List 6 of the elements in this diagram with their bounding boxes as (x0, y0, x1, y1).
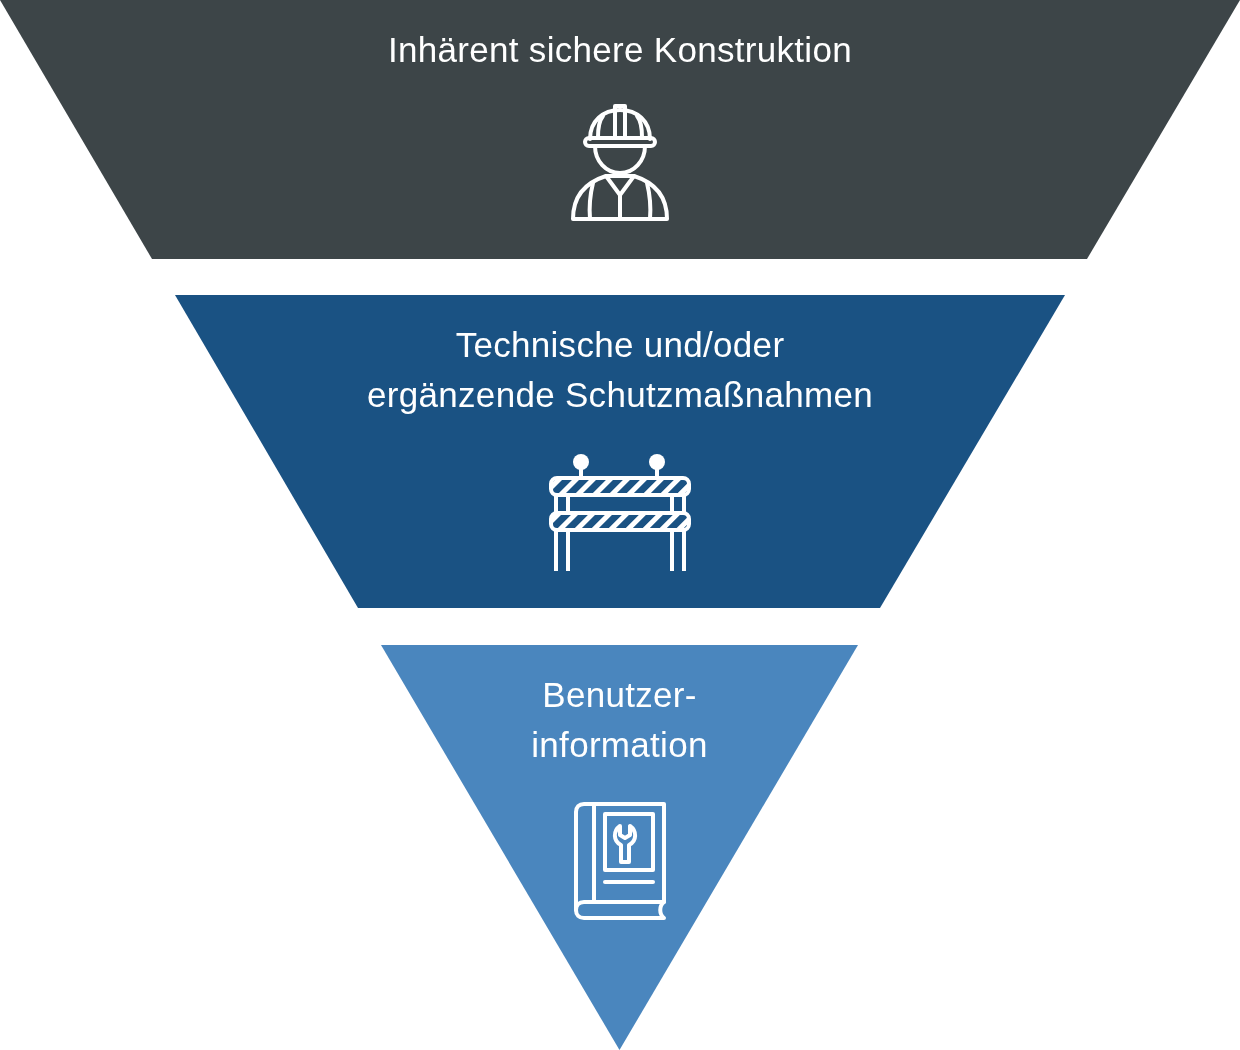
band-title: Inhärent sichere Konstruktion (387, 29, 853, 71)
band-title: Technische und/oder ergänzende Schutzmaßnahmen (366, 324, 874, 416)
pyramid-band (175, 295, 1065, 608)
band-title: Benutzer- information (530, 674, 709, 766)
pyramid-band (381, 645, 858, 1050)
pyramid-band (0, 0, 1240, 259)
